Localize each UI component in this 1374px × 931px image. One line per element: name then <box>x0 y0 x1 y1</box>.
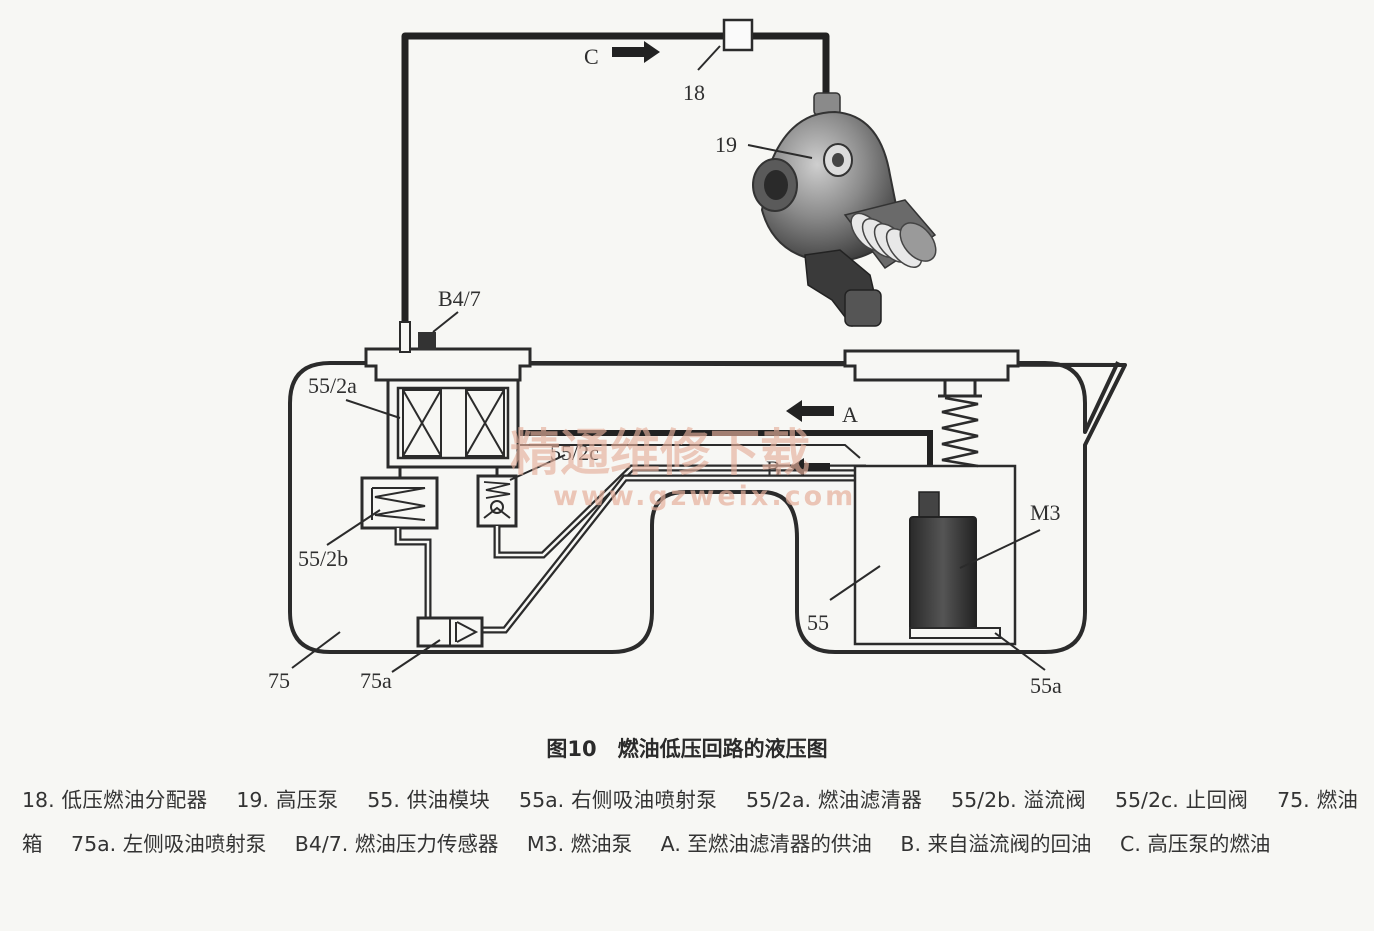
label-a: A <box>842 402 858 427</box>
high-pressure-pump <box>752 92 937 327</box>
legend-item: 55/2c. 止回阀 <box>1114 788 1249 812</box>
legend-item: 55. 供油模块 <box>367 788 491 812</box>
legend-item: 75. 燃油箱 <box>22 788 1358 856</box>
legend-item: M3. 燃油泵 <box>526 832 633 856</box>
pressure-sensor <box>418 332 436 350</box>
label-75a: 75a <box>360 668 392 693</box>
arrow-b-icon <box>790 458 830 476</box>
label-b: B <box>766 456 781 481</box>
watermark-title: 精通维修下载 <box>510 424 810 482</box>
legend-item: 75a. 左侧吸油喷射泵 <box>71 832 267 856</box>
module-mount-plate <box>843 349 1020 382</box>
fuel-filter <box>386 378 520 469</box>
fuel-tank-outline <box>288 361 1127 654</box>
label-18: 18 <box>683 80 705 105</box>
label-55-2b: 55/2b <box>298 546 348 571</box>
overflow-valve <box>360 476 439 530</box>
low-pressure-distributor <box>722 18 754 52</box>
legend-item: B4/7. 燃油压力传感器 <box>294 832 499 856</box>
label-c: C <box>584 44 599 69</box>
figure-legend: 18. 低压燃油分配器 19. 高压泵 55. 供油模块 55a. 右侧吸油喷射… <box>22 778 1358 866</box>
label-b4-7: B4/7 <box>438 286 481 311</box>
legend-item: 18. 低压燃油分配器 <box>22 788 208 812</box>
module-spring <box>941 396 979 468</box>
label-75: 75 <box>268 668 290 693</box>
label-55a: 55a <box>1030 673 1062 698</box>
legend-item: 19. 高压泵 <box>236 788 339 812</box>
legend-item: 55/2b. 溢流阀 <box>951 788 1087 812</box>
figure-caption: 图10 燃油低压回路的液压图 <box>546 737 828 761</box>
legend-item: B. 来自溢流阀的回油 <box>900 832 1092 856</box>
legend-item: 55a. 右侧吸油喷射泵 <box>519 788 718 812</box>
arrow-a-icon <box>786 400 834 422</box>
label-55-2a: 55/2a <box>308 373 357 398</box>
fuel-pump-motor <box>909 516 977 636</box>
high-pressure-feed-line <box>401 32 830 330</box>
filter-mount-plate <box>364 347 532 382</box>
label-55: 55 <box>807 610 829 635</box>
label-m3: M3 <box>1030 500 1061 525</box>
legend-item: C. 高压泵的燃油 <box>1120 832 1271 856</box>
watermark-url: www.gzweix.com <box>553 481 856 512</box>
hydraulic-diagram: 18 C 19 B4/7 55/2a 55/2c 55/2b A B M3 55… <box>268 18 1127 698</box>
legend-item: 55/2a. 燃油滤清器 <box>745 788 923 812</box>
legend-item: A. 至燃油滤清器的供油 <box>660 832 872 856</box>
label-19: 19 <box>715 132 737 157</box>
label-55-2c: 55/2c <box>550 440 599 465</box>
arrow-c-icon <box>612 41 660 63</box>
